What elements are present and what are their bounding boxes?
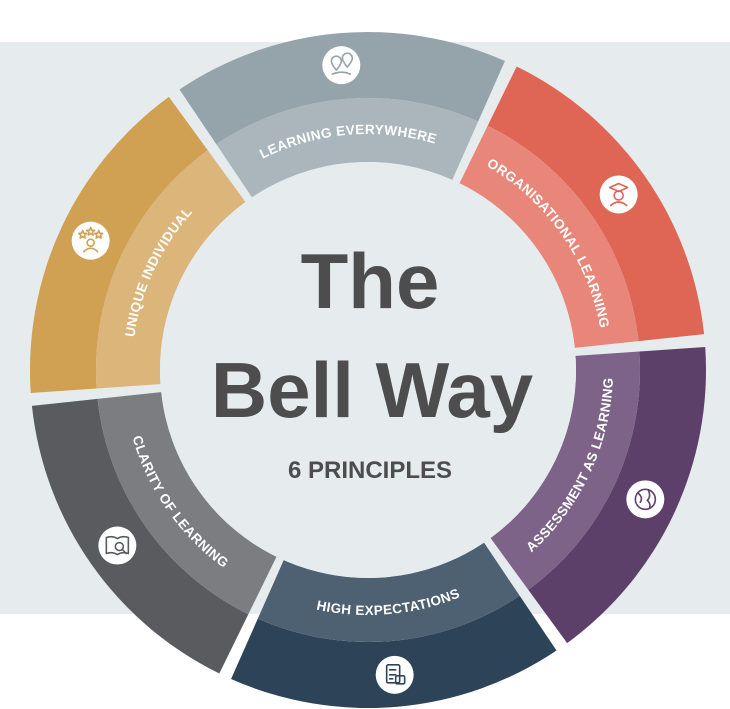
segment-high-expectations [231,542,557,708]
graduate-icon [599,175,638,214]
title-line-2: Bell Way [211,346,533,434]
globe-icon [626,480,665,519]
title-line-1: The [301,237,440,325]
map-pins-icon [322,46,361,85]
segment-unique-individual [29,96,246,393]
segment-learning-everywhere [179,31,505,198]
segment-clarity-of-learning [31,392,277,674]
segment-organisational-learning [459,66,705,348]
center-disc [160,162,576,578]
segment-assessment-as-learning [490,347,706,644]
checklist-icon [375,655,414,694]
star-person-icon [71,221,110,260]
book-search-icon [98,526,137,565]
subtitle: 6 PRINCIPLES [288,457,452,484]
